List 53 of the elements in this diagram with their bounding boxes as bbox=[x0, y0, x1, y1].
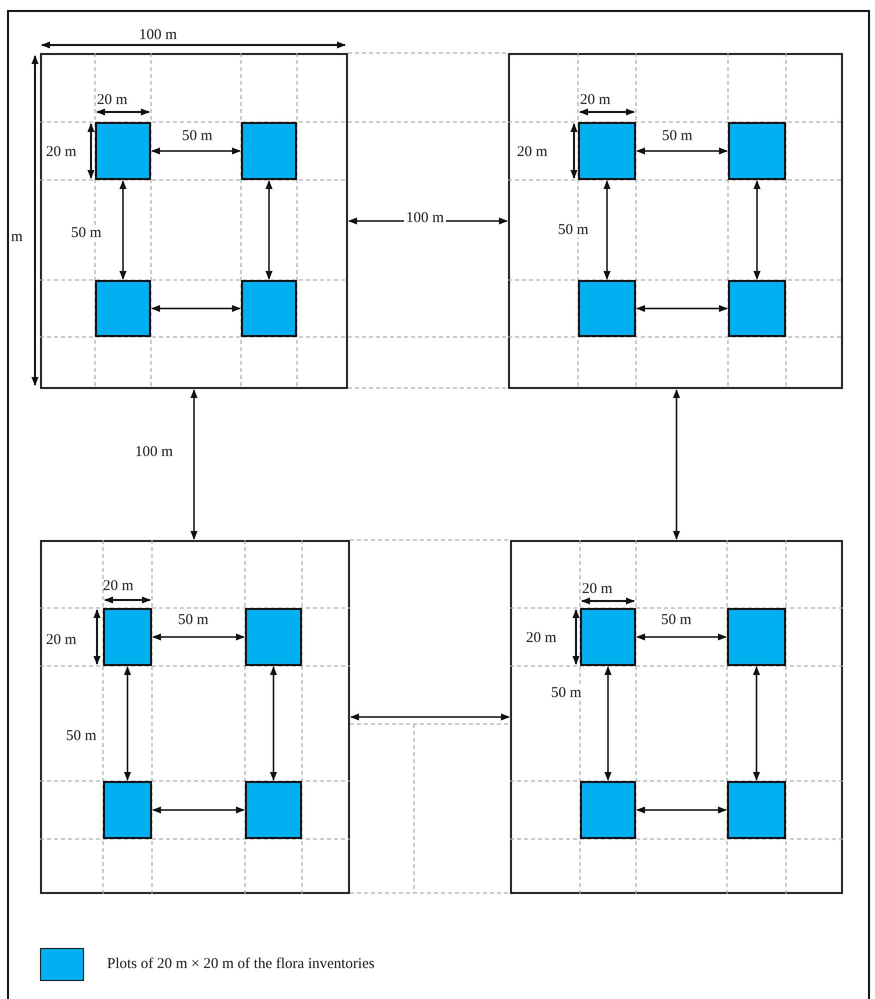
double-arrow bbox=[151, 147, 241, 155]
dimension-label: m bbox=[11, 229, 23, 245]
double-arrow bbox=[672, 389, 680, 540]
edge-label: 50 m bbox=[549, 685, 584, 701]
double-arrow bbox=[753, 180, 761, 280]
sample-plot bbox=[95, 122, 151, 180]
dimension-label: 20 m bbox=[46, 144, 76, 160]
legend-text: Plots of 20 m × 20 m of the flora inventories bbox=[107, 956, 375, 972]
sample-plot bbox=[241, 280, 297, 337]
double-arrow bbox=[152, 633, 245, 641]
double-arrow bbox=[752, 666, 760, 781]
double-arrow bbox=[270, 666, 278, 781]
edge-label: 50 m bbox=[556, 222, 590, 238]
double-arrow bbox=[119, 180, 127, 280]
site-square bbox=[40, 53, 348, 389]
double-arrow bbox=[152, 806, 245, 814]
dimension-label: 100 m bbox=[139, 27, 177, 43]
double-arrow bbox=[265, 180, 273, 280]
sample-plot bbox=[578, 122, 636, 180]
double-arrow bbox=[636, 304, 728, 312]
dimension-label: 20 m bbox=[526, 630, 556, 646]
sample-plot bbox=[245, 608, 302, 666]
dimension-label: 20 m bbox=[97, 92, 128, 108]
sample-plot bbox=[95, 280, 151, 337]
dimension-label: 20 m bbox=[582, 581, 612, 597]
sample-plot bbox=[727, 781, 786, 839]
double-arrow bbox=[636, 806, 727, 814]
sample-plot bbox=[728, 122, 786, 180]
double-arrow bbox=[190, 389, 198, 540]
sample-plot bbox=[727, 608, 786, 666]
sample-plot bbox=[103, 608, 152, 666]
edge-label: 50 m bbox=[69, 225, 104, 241]
double-arrow bbox=[636, 147, 728, 155]
double-arrow bbox=[636, 633, 727, 641]
sample-plot bbox=[580, 781, 636, 839]
double-arrow bbox=[124, 666, 132, 781]
dimension-label: 20 m bbox=[103, 578, 134, 594]
site-square bbox=[510, 540, 843, 894]
sample-plot bbox=[103, 781, 152, 839]
dimension-label: 20 m bbox=[46, 632, 76, 648]
site-square bbox=[40, 540, 350, 894]
double-arrow bbox=[604, 666, 612, 781]
sample-plot bbox=[728, 280, 786, 337]
sample-plot bbox=[578, 280, 636, 337]
dimension-label: 20 m bbox=[517, 144, 548, 160]
dimension-label: 20 m bbox=[580, 92, 610, 108]
double-arrow bbox=[151, 304, 241, 312]
sample-plot bbox=[580, 608, 636, 666]
site-square bbox=[508, 53, 843, 389]
double-arrow bbox=[603, 180, 611, 280]
sample-plot bbox=[245, 781, 302, 839]
double-arrow bbox=[350, 713, 510, 721]
sample-plot bbox=[241, 122, 297, 180]
